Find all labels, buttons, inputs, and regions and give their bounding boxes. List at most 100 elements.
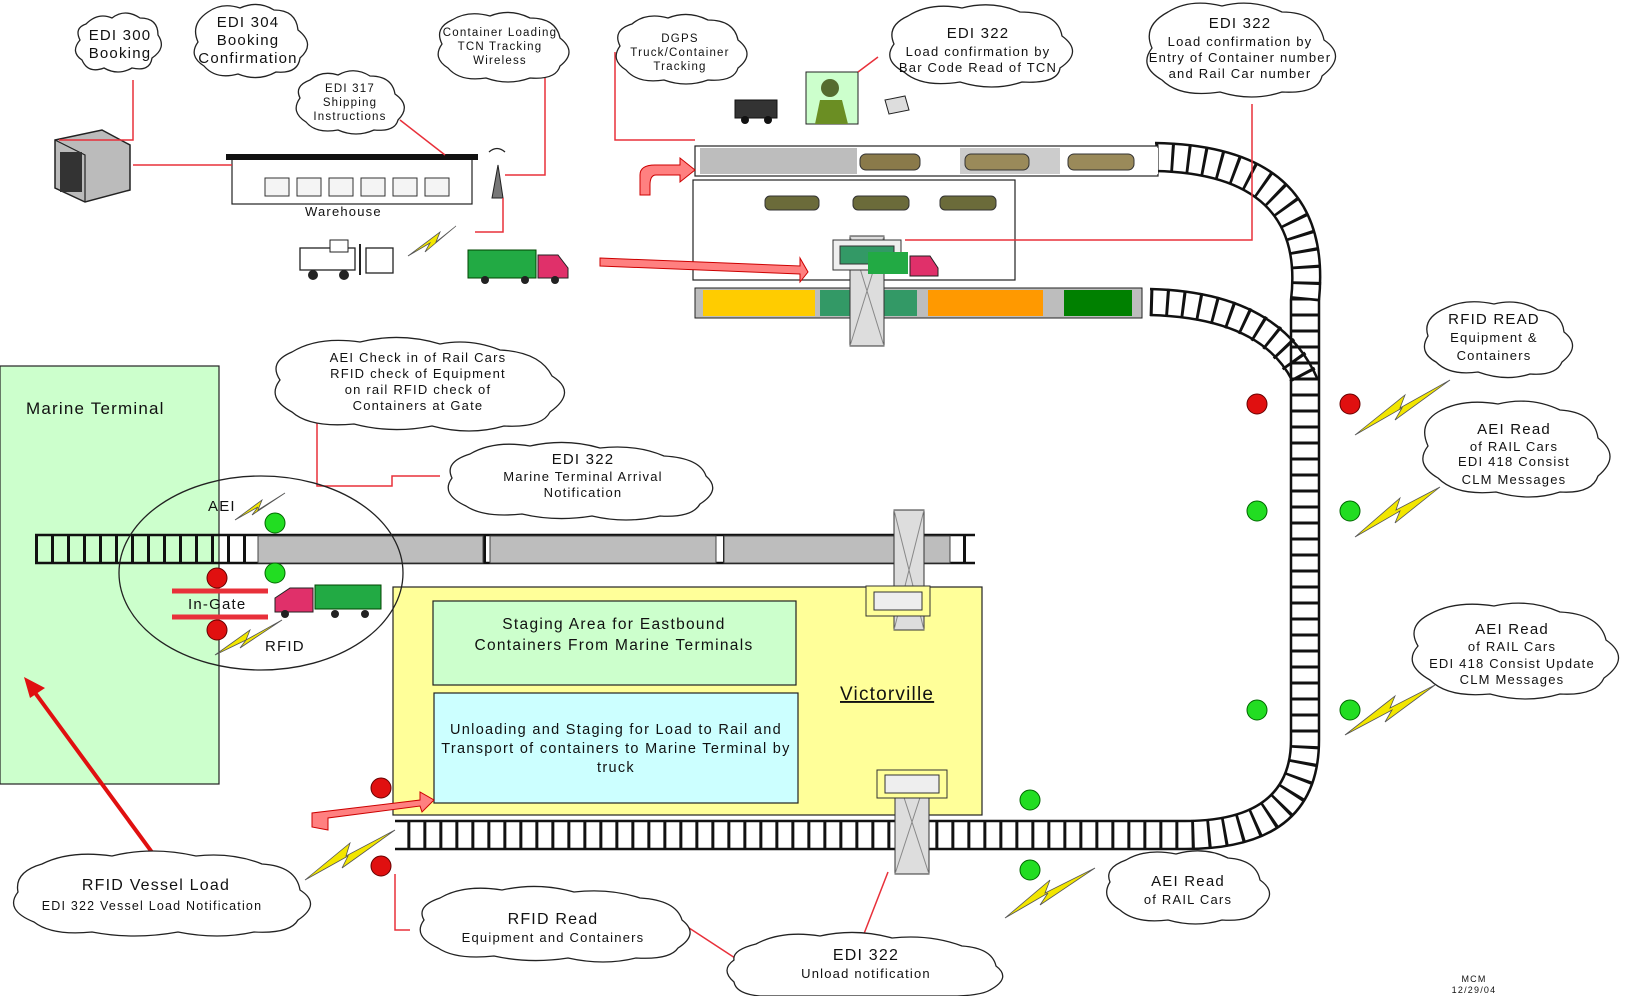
aei-checkin-cloud [274, 336, 566, 432]
signal-red [1339, 393, 1361, 415]
edi300-title: EDI 300 [89, 27, 152, 44]
signal-green [1339, 500, 1361, 522]
signal-green [264, 562, 286, 584]
truck-icon-top [467, 249, 569, 284]
crane-bottom [876, 769, 948, 875]
aei-consist-update-line1: of RAIL Cars [1468, 639, 1556, 654]
edi300-booking-cloud [74, 12, 163, 73]
rfid-vessel-load-cloud [13, 850, 312, 937]
signal-green [1246, 699, 1268, 721]
tcn-line3: Wireless [473, 55, 527, 67]
warehouse-label: Warehouse [305, 204, 382, 219]
warehouse-icon [226, 154, 478, 205]
railcar-green [1064, 290, 1132, 316]
aei-checkin-line4: Containers at Gate [353, 398, 484, 413]
aei-consist-line3: CLM Messages [1462, 472, 1567, 487]
edi317-shipping-cloud [295, 70, 405, 135]
tcn-tracking-cloud [437, 11, 570, 83]
signal-green [1246, 500, 1268, 522]
date-stamp: 12/29/04 [1452, 985, 1497, 995]
edi322-entry-cloud [1146, 2, 1337, 98]
aei-consist-title: AEI Read [1477, 421, 1551, 438]
dgps-line3: Tracking [653, 61, 706, 73]
forklift-icon [299, 239, 394, 280]
edi304-confirmation-cloud [193, 3, 309, 79]
staging-eastbound-text: Staging Area for Eastbound Containers Fr… [474, 616, 754, 654]
edi322-barcode-title: EDI 322 [947, 25, 1010, 42]
aei-checkin-line3: on rail RFID check of [345, 382, 492, 397]
aei-consist-update-line3: CLM Messages [1460, 672, 1565, 687]
author-initials: MCM [1461, 974, 1486, 984]
connector-lines [59, 52, 1253, 959]
rail-cars-left [257, 535, 951, 564]
cloud-texts: EDI 300 Booking EDI 304 Booking Confirma… [42, 14, 1595, 981]
unloading-box [433, 692, 799, 804]
rfid-read-equipment-cloud [1423, 301, 1574, 379]
laptop-icon [884, 95, 910, 115]
edi322-barcode-line1: Load confirmation by [906, 44, 1051, 59]
aei-consist-update-line2: EDI 418 Consist Update [1429, 656, 1595, 671]
aei-read-bottom-cloud [1106, 850, 1271, 925]
marine-terminal-label: Marine Terminal [26, 399, 165, 418]
signal-red [1246, 393, 1268, 415]
soldier-icon [805, 71, 859, 125]
rfid-read-bottom-line1: Equipment and Containers [462, 930, 645, 945]
humvee-icon [734, 99, 778, 124]
edi322-barcode-line2: Bar Code Read of TCN [899, 60, 1057, 75]
rail-cars-colored [694, 287, 1143, 319]
rfid-read-bottom-title: RFID Read [508, 911, 599, 928]
crane-right [865, 509, 931, 631]
victorville-label: Victorville [840, 684, 934, 705]
tcn-line2: TCN Tracking [458, 41, 543, 53]
dgps-tracking-cloud [615, 13, 748, 85]
edi322-unload-cloud [726, 931, 1004, 996]
edi322-entry-line2: Entry of Container number [1149, 50, 1331, 65]
aei-read-bottom-line1: of RAIL Cars [1144, 892, 1232, 907]
edi322-entry-title: EDI 322 [1209, 15, 1272, 32]
dgps-line1: DGPS [661, 33, 698, 45]
edi322-arrival-title: EDI 322 [552, 451, 615, 468]
edi304-line2: Confirmation [198, 50, 297, 67]
rfid-vessel-line1: EDI 322 Vessel Load Notification [42, 899, 262, 913]
edi322-unload-title: EDI 322 [833, 947, 899, 964]
in-gate-label: In-Gate [188, 596, 246, 613]
edi304-title: EDI 304 [217, 14, 280, 31]
edi317-title: EDI 317 [325, 83, 375, 95]
aei-read-bottom-title: AEI Read [1151, 873, 1225, 890]
aei-checkin-line1: AEI Check in of Rail Cars [330, 350, 507, 365]
rfid-read-equip-line2: Containers [1457, 348, 1532, 363]
marine-terminal-area [0, 365, 220, 785]
aei-consist-line1: of RAIL Cars [1470, 439, 1558, 454]
edi322-arrival-cloud [447, 441, 714, 521]
aei-consist-update-cloud [1411, 602, 1620, 700]
rfid-read-equip-line1: Equipment & [1450, 330, 1538, 345]
arrow-icons [24, 156, 809, 857]
edi304-line1: Booking [217, 32, 280, 49]
edi322-entry-line1: Load confirmation by [1168, 34, 1313, 49]
tank-icons [764, 153, 1135, 211]
signal-red [206, 567, 228, 589]
signal-lights [206, 393, 1361, 881]
signal-green [1019, 859, 1041, 881]
staging-eastbound-box [432, 600, 797, 686]
signal-green [1019, 789, 1041, 811]
rail-cars-top [694, 145, 1159, 177]
aei-consist-line2: EDI 418 Consist [1458, 454, 1570, 469]
railcar-orange [928, 290, 1043, 316]
ingate-bars [172, 588, 268, 620]
signal-red [370, 855, 392, 877]
server-icon [54, 129, 131, 203]
rfid-label: RFID [265, 638, 305, 655]
aei-checkin-line2: RFID check of Equipment [330, 366, 506, 381]
edi322-barcode-cloud [889, 4, 1074, 88]
rfid-vessel-title: RFID Vessel Load [82, 877, 230, 894]
edi322-unload-line1: Unload notification [801, 966, 931, 981]
edi322-arrival-line2: Notification [544, 485, 623, 500]
truck-icon-crane [868, 252, 939, 277]
unloading-text: Unloading and Staging for Load to Rail a… [441, 722, 791, 776]
rail-track-loop [395, 141, 1322, 851]
edi317-line1: Shipping [323, 97, 377, 109]
tcn-line1: Container Loading [443, 27, 557, 39]
aei-label: AEI [208, 498, 236, 515]
